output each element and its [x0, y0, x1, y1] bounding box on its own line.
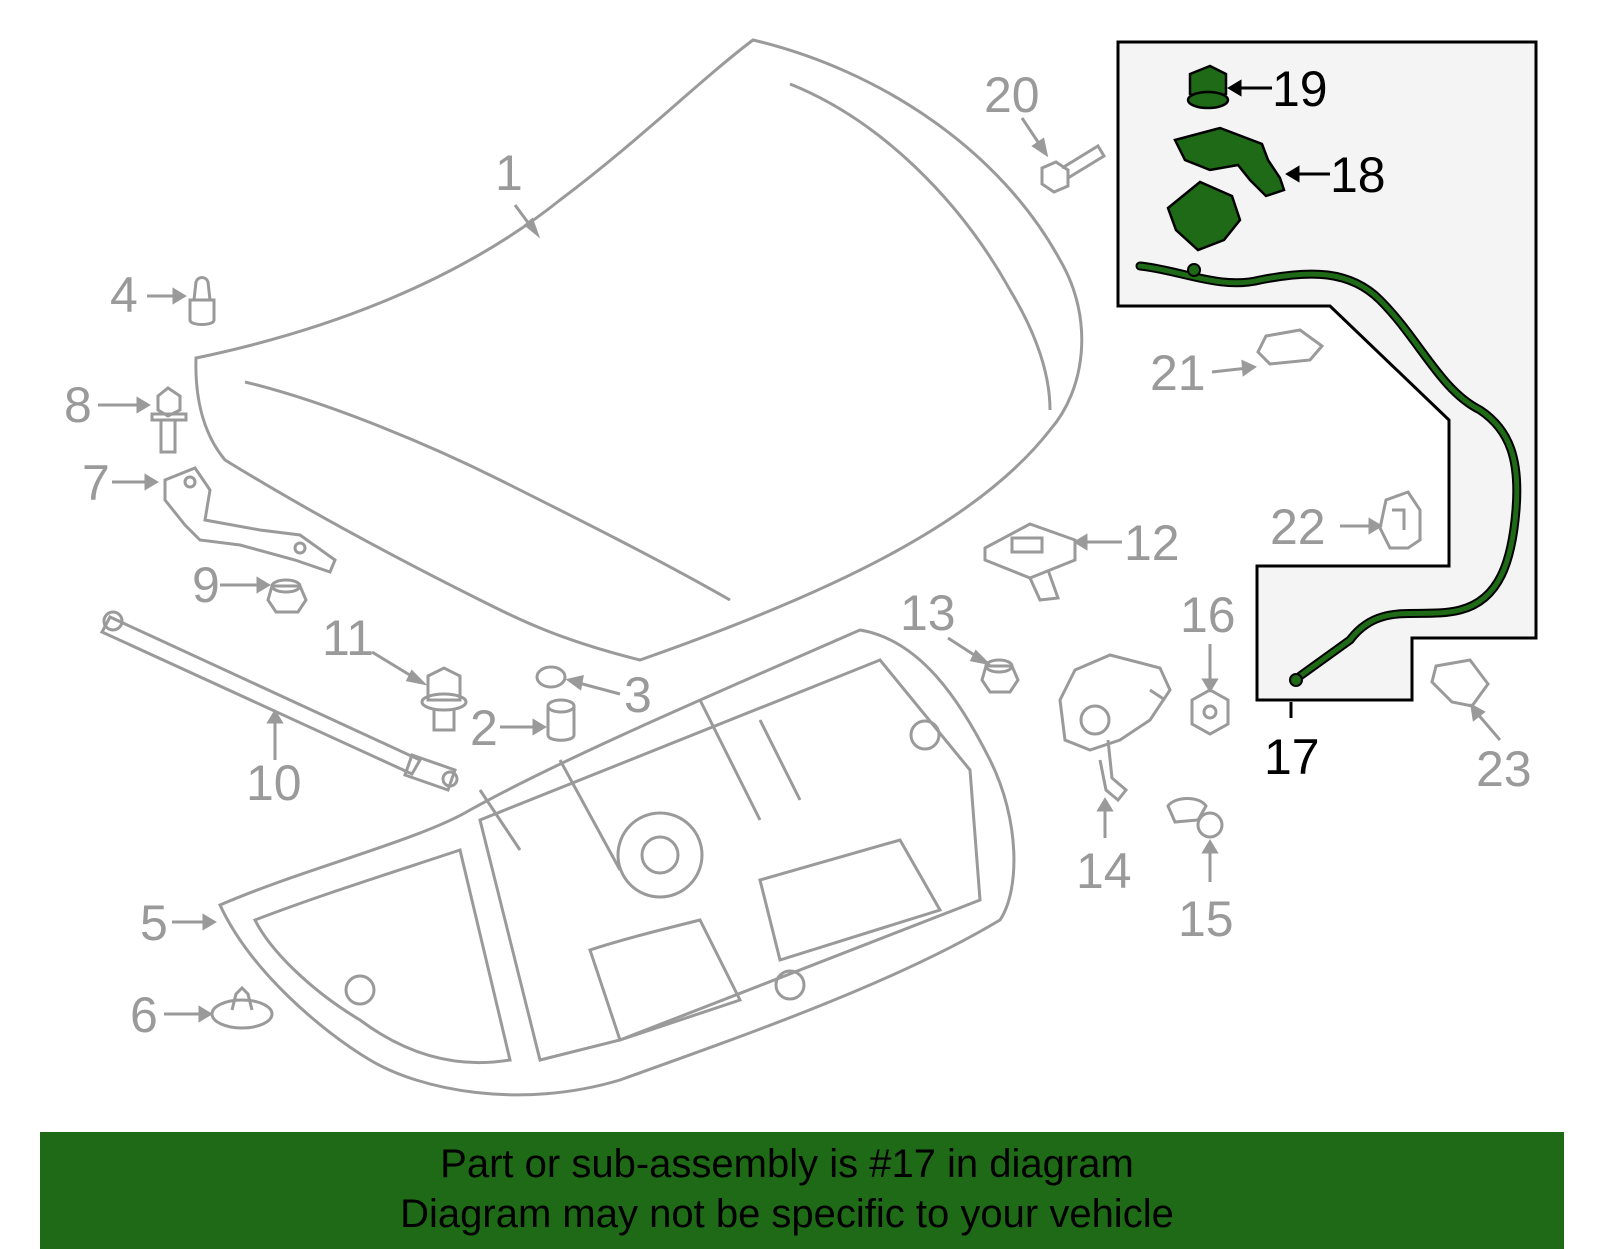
- callout-15: 15: [1178, 891, 1234, 947]
- hood-strut-part: [99, 610, 459, 792]
- callout-3: 3: [624, 667, 652, 723]
- latch-clip-part: [1166, 797, 1224, 839]
- clip-part-22: [1378, 490, 1422, 550]
- callout-14: 14: [1076, 843, 1132, 899]
- bumper-stop-part: [188, 276, 216, 326]
- callout-12: 12: [1124, 515, 1180, 571]
- strut-grommet-part: [420, 666, 468, 732]
- info-banner: Part or sub-assembly is #17 in diagram D…: [40, 1132, 1564, 1249]
- callout-23: 23: [1476, 741, 1532, 797]
- callout-18[interactable]: 18: [1330, 147, 1386, 203]
- banner-line-1: Part or sub-assembly is #17 in diagram: [440, 1142, 1134, 1186]
- striker-nut-part: [980, 658, 1020, 694]
- callout-19[interactable]: 19: [1272, 61, 1328, 117]
- nut-part-19-highlighted: [1186, 64, 1230, 110]
- leader-lines: [98, 117, 1502, 1023]
- hood-hinge-part: [163, 466, 337, 574]
- callout-8: 8: [64, 377, 92, 433]
- latch-nut-part: [1190, 688, 1230, 736]
- callout-7: 7: [82, 455, 110, 511]
- callout-1: 1: [495, 145, 523, 201]
- bolt-part-20: [1040, 143, 1107, 194]
- callout-9: 9: [192, 557, 220, 613]
- callout-labels: 1 2 3 4 5 6 7 8 9 10 11 12 13 14 15 16 1…: [64, 61, 1532, 1043]
- insulator-clip-part: [210, 985, 274, 1030]
- callout-22: 22: [1270, 499, 1326, 555]
- hood-insulator-part: [217, 628, 1016, 1097]
- seal-part: [535, 665, 576, 742]
- callout-21: 21: [1150, 345, 1206, 401]
- hinge-nut-part: [266, 578, 308, 614]
- bracket-part-21: [1256, 328, 1325, 366]
- callout-2: 2: [470, 700, 498, 756]
- callout-16: 16: [1180, 587, 1236, 643]
- callout-10: 10: [246, 755, 302, 811]
- release-cable-part-17-highlighted: [1135, 261, 1522, 687]
- callout-4: 4: [110, 267, 138, 323]
- hood-striker-part: [983, 522, 1077, 602]
- callout-20: 20: [984, 67, 1040, 123]
- hood-part: [194, 38, 1084, 662]
- callout-13: 13: [900, 585, 956, 641]
- hinge-bolt-part: [150, 386, 188, 454]
- bracket-part-18-highlighted: [1166, 126, 1286, 252]
- banner-line-2: Diagram may not be specific to your vehi…: [400, 1192, 1174, 1236]
- callout-17[interactable]: 17: [1264, 729, 1320, 785]
- callout-6: 6: [130, 987, 158, 1043]
- leader-lines-highlighted: [1227, 79, 1330, 718]
- callout-11: 11: [322, 610, 374, 666]
- hood-latch-part: [1058, 653, 1172, 803]
- clip-part-23: [1430, 658, 1490, 708]
- callout-5: 5: [140, 895, 168, 951]
